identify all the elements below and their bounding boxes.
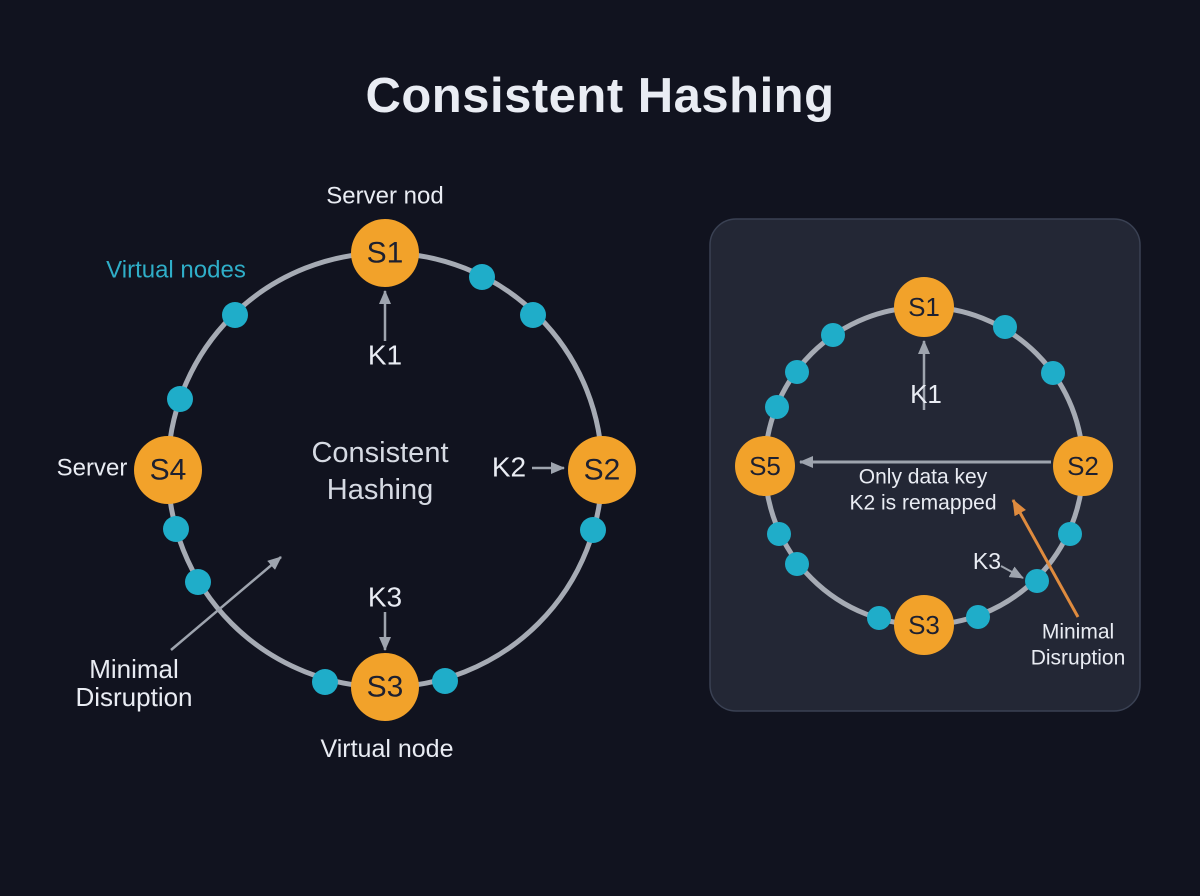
server-node-s3: [351, 653, 419, 721]
key-k1-label: K1: [368, 340, 402, 371]
key-k2-label: K2: [492, 452, 526, 483]
center-caption-line1: Consistent: [311, 437, 448, 469]
minimal-disruption-arrow: [1011, 499, 1080, 618]
virtual-node-dot: [469, 264, 495, 290]
virtual-node-dot: [520, 302, 546, 328]
server-node-s1: [894, 277, 954, 337]
server-caption: Server: [57, 455, 128, 482]
virtual-node-dot: [966, 605, 990, 629]
virtual-node-caption: Virtual node: [321, 735, 454, 763]
virtual-node-dot: [312, 669, 338, 695]
minimal-disruption-line1: Minimal: [1042, 621, 1114, 644]
virtual-node-dot: [163, 516, 189, 542]
server-node-label-s5: S5: [749, 451, 781, 481]
virtual-node-dot: [785, 552, 809, 576]
minimal-disruption-line1: Minimal: [89, 654, 179, 684]
server-node-label-s1: S1: [367, 237, 404, 270]
center-caption-line2: Hashing: [327, 474, 433, 506]
virtual-node-dot: [767, 522, 791, 546]
server-node-label-s3: S3: [908, 610, 940, 640]
server-node-s5: [735, 436, 795, 496]
k3-pointer-arrow: [1000, 565, 1024, 579]
virtual-nodes-caption: Virtual nodes: [106, 257, 246, 284]
key-k3-label: K3: [368, 582, 402, 613]
server-node-s2: [1053, 436, 1113, 496]
virtual-node-dot: [580, 517, 606, 543]
virtual-node-dot: [1025, 569, 1049, 593]
server-node-label-s1: S1: [908, 292, 940, 322]
virtual-node-dot: [1041, 361, 1065, 385]
virtual-node-dot: [167, 386, 193, 412]
server-node-s2: [568, 436, 636, 504]
virtual-node-dot: [821, 323, 845, 347]
virtual-node-dot: [765, 395, 789, 419]
virtual-node-dot: [185, 569, 211, 595]
virtual-node-dot: [222, 302, 248, 328]
minimal-disruption-arrow: [170, 556, 282, 651]
virtual-node-dot: [867, 606, 891, 630]
virtual-node-dot: [785, 360, 809, 384]
virtual-node-dot: [432, 668, 458, 694]
server-node-label-s3: S3: [367, 671, 404, 704]
remap-note-line1: Only data key: [859, 466, 988, 489]
key-k3-label: K3: [973, 548, 1001, 574]
server-node-s3: [894, 595, 954, 655]
server-node-label-s2: S2: [584, 454, 621, 487]
virtual-node-dot: [993, 315, 1017, 339]
minimal-disruption-line2: Disruption: [1031, 647, 1126, 670]
key-k1-label: K1: [910, 379, 942, 409]
virtual-node-dot: [1058, 522, 1082, 546]
server-node-s4: [134, 436, 202, 504]
page-title: Consistent Hashing: [365, 69, 835, 123]
remap-note-line2: K2 is remapped: [849, 492, 996, 515]
server-node-s1: [351, 219, 419, 287]
server-node-label-s4: S4: [150, 454, 187, 487]
minimal-disruption-line2: Disruption: [75, 682, 192, 712]
server-node-caption: Server nod: [326, 183, 443, 210]
server-node-label-s2: S2: [1067, 451, 1099, 481]
